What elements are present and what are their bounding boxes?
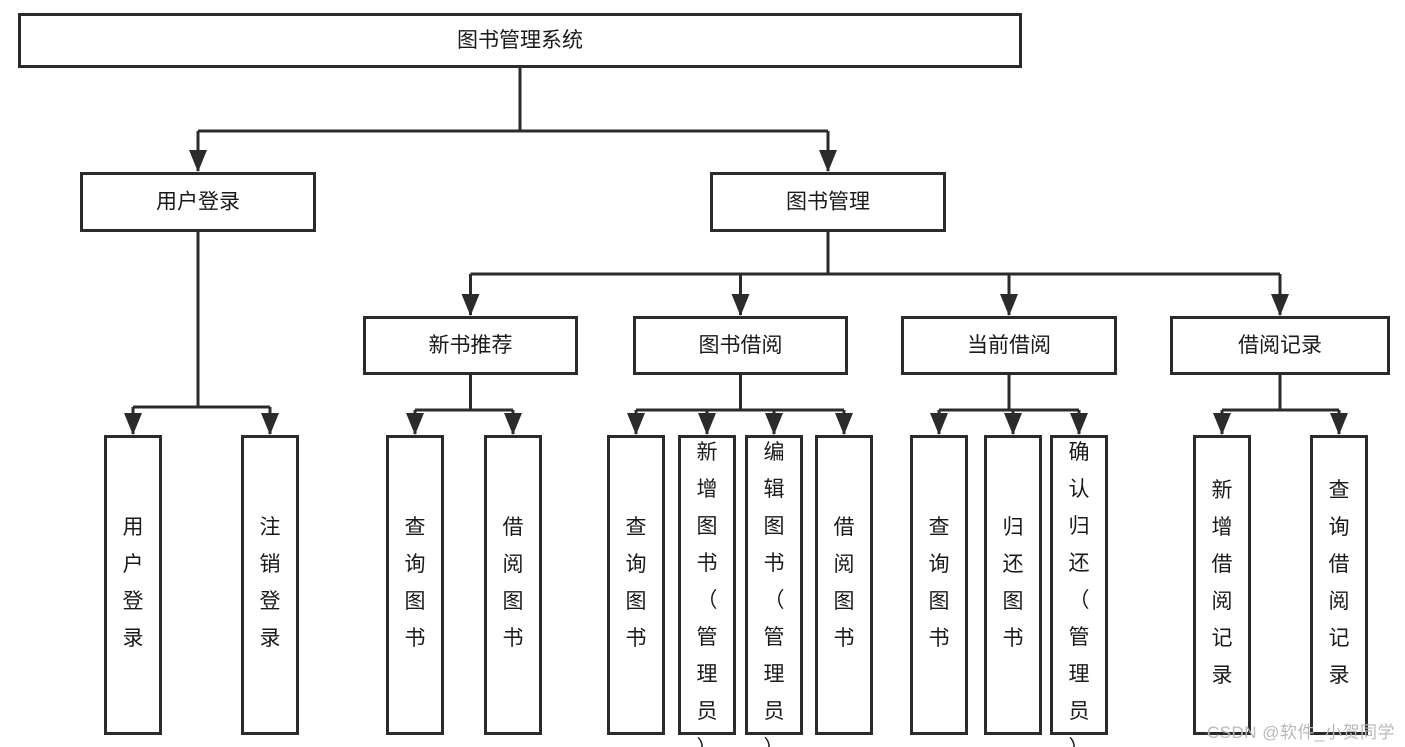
arrow-head-new_book_rec bbox=[461, 294, 480, 316]
node-label-book_manage: 图书管理 bbox=[786, 191, 870, 214]
node-box-leaf_rec_query[interactable] bbox=[386, 435, 444, 735]
node-box-layer bbox=[18, 13, 1390, 735]
node-box-leaf_user_login[interactable] bbox=[104, 435, 162, 735]
connector-layer bbox=[124, 68, 1348, 435]
node-box-leaf_borrow_add[interactable] bbox=[678, 435, 736, 735]
node-box-leaf_cur_query[interactable] bbox=[910, 435, 968, 735]
arrow-head-leaf_user_login bbox=[124, 413, 142, 435]
node-box-user_login[interactable] bbox=[80, 172, 316, 232]
node-box-leaf_user_logout[interactable] bbox=[241, 435, 299, 735]
arrow-head-leaf_borrow_lend bbox=[835, 413, 853, 435]
arrow-head-borrow_record bbox=[1271, 294, 1289, 316]
node-label-leaf_cur_return: 归还图书 bbox=[1003, 516, 1024, 650]
node-box-leaf_rec_borrow[interactable] bbox=[484, 435, 542, 735]
arrow-head-leaf_cur_return bbox=[1004, 413, 1022, 435]
node-label-leaf_rec_search: 查询借阅记录 bbox=[1329, 479, 1350, 687]
node-box-leaf_borrow_lend[interactable] bbox=[815, 435, 873, 735]
node-label-leaf_cur_query: 查询图书 bbox=[929, 516, 950, 650]
node-label-leaf_borrow_add: 新增图书（管理员） bbox=[697, 441, 718, 747]
arrow-head-book_manage bbox=[819, 150, 837, 172]
node-label-leaf_user_logout: 注销登录 bbox=[260, 516, 281, 650]
node-box-leaf_rec_add[interactable] bbox=[1193, 435, 1251, 735]
node-label-leaf_rec_borrow: 借阅图书 bbox=[503, 516, 524, 650]
arrow-head-leaf_cur_query bbox=[930, 413, 948, 435]
node-label-book_borrow: 图书借阅 bbox=[699, 334, 783, 357]
arrow-head-leaf_borrow_edit bbox=[765, 413, 783, 435]
node-label-leaf_cur_confirm: 确认归还（管理员） bbox=[1069, 441, 1090, 747]
node-box-leaf_cur_confirm[interactable] bbox=[1050, 435, 1108, 735]
node-label-leaf_borrow_query: 查询图书 bbox=[626, 516, 647, 650]
arrow-head-leaf_rec_search bbox=[1330, 413, 1348, 435]
arrow-head-current_borrow bbox=[1000, 294, 1018, 316]
node-box-borrow_record[interactable] bbox=[1170, 316, 1390, 375]
node-label-current_borrow: 当前借阅 bbox=[967, 334, 1051, 357]
node-box-new_book_rec[interactable] bbox=[363, 316, 578, 375]
arrow-head-leaf_borrow_add bbox=[698, 413, 716, 435]
arrow-head-leaf_borrow_query bbox=[627, 413, 645, 435]
node-label-leaf_rec_add: 新增借阅记录 bbox=[1212, 479, 1233, 687]
node-box-root[interactable] bbox=[18, 13, 1022, 68]
node-box-leaf_cur_return[interactable] bbox=[984, 435, 1042, 735]
arrow-head-leaf_rec_borrow bbox=[504, 413, 522, 435]
node-label-leaf_borrow_edit: 编辑图书（管理员） bbox=[764, 441, 785, 747]
arrow-head-user_login bbox=[189, 150, 207, 172]
arrow-head-leaf_user_logout bbox=[261, 413, 279, 435]
arrow-head-leaf_rec_query bbox=[406, 413, 424, 435]
arrow-head-leaf_cur_confirm bbox=[1070, 413, 1088, 435]
node-label-leaf_user_login: 用户登录 bbox=[123, 516, 144, 650]
node-box-leaf_borrow_edit[interactable] bbox=[745, 435, 803, 735]
node-label-leaf_rec_query: 查询图书 bbox=[405, 516, 426, 650]
watermark-text: CSDN @软件_小贺同学 bbox=[1206, 723, 1395, 742]
node-box-book_manage[interactable] bbox=[710, 172, 946, 232]
node-label-borrow_record: 借阅记录 bbox=[1238, 334, 1322, 357]
node-box-leaf_borrow_query[interactable] bbox=[607, 435, 665, 735]
node-label-user_login: 用户登录 bbox=[156, 191, 240, 214]
node-label-new_book_rec: 新书推荐 bbox=[429, 334, 513, 357]
node-box-book_borrow[interactable] bbox=[633, 316, 848, 375]
node-label-root: 图书管理系统 bbox=[457, 29, 583, 52]
node-label-layer: 图书管理系统用户登录图书管理新书推荐图书借阅当前借阅借阅记录用户登录注销登录查询… bbox=[123, 29, 1350, 747]
arrow-head-book_borrow bbox=[731, 294, 750, 316]
node-label-leaf_borrow_lend: 借阅图书 bbox=[834, 516, 855, 650]
node-box-leaf_rec_search[interactable] bbox=[1310, 435, 1368, 735]
arrow-head-leaf_rec_add bbox=[1213, 413, 1231, 435]
node-box-current_borrow[interactable] bbox=[901, 316, 1117, 375]
